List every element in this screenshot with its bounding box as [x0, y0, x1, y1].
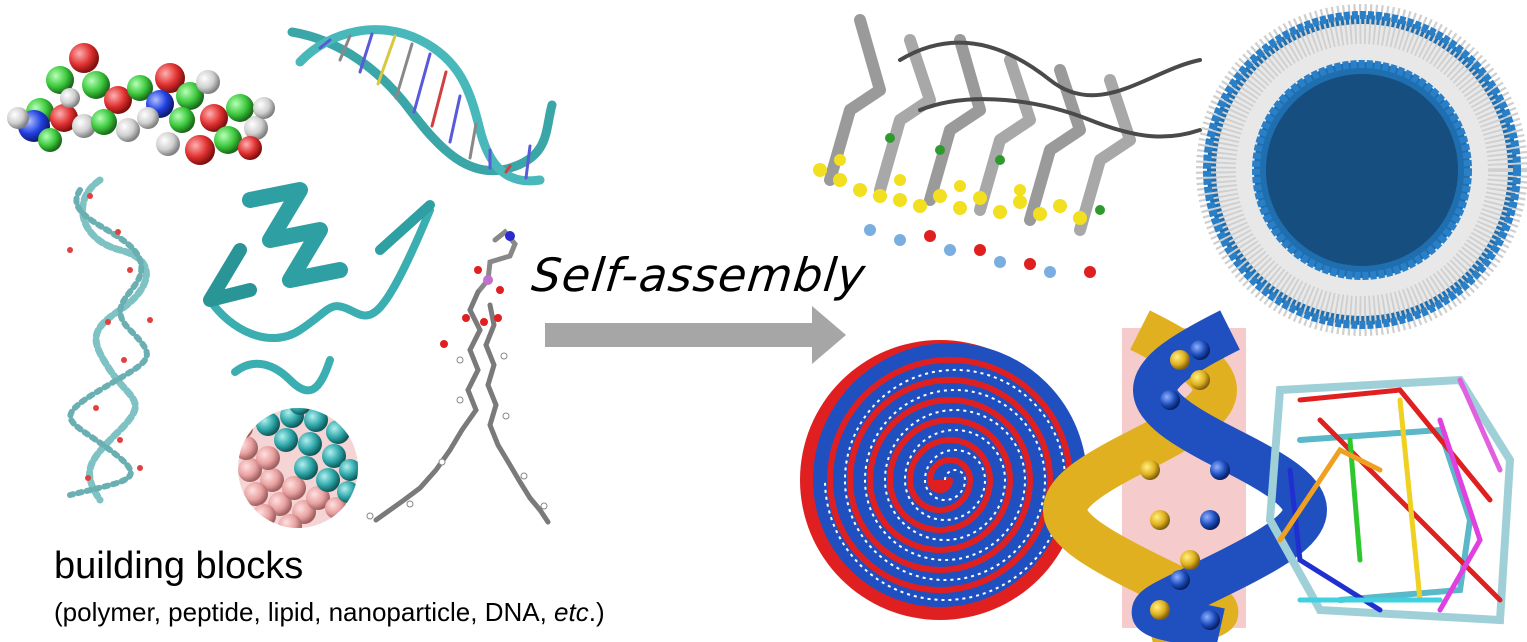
dna-origami-cage: [1265, 375, 1515, 625]
dna-double-helix: [287, 25, 557, 186]
polymer-chain: [67, 176, 153, 504]
helical-fiber-assembly: [1043, 310, 1327, 642]
self-assembly-label: Self-assembly: [529, 248, 869, 302]
building-blocks-title: building blocks: [54, 545, 304, 587]
building-blocks-subtitle: (polymer, peptide, lipid, nanoparticle, …: [54, 597, 605, 628]
subtitle-prefix: (polymer, peptide, lipid, nanoparticle, …: [54, 597, 555, 627]
lipid-molecule: [366, 228, 551, 525]
amyloid-fibril-ribbon: [813, 14, 1202, 278]
subtitle-suffix: .): [588, 597, 605, 627]
self-assembly-arrow: [545, 306, 846, 364]
janus-nanoparticle: [238, 408, 358, 528]
protein-ribbon: [203, 182, 435, 395]
vesicle-cross-section: [1196, 4, 1527, 336]
subtitle-etc: etc: [554, 597, 589, 627]
spiral-scroll-assembly: [800, 340, 1087, 620]
peptide-spacefill-model: [7, 43, 275, 165]
